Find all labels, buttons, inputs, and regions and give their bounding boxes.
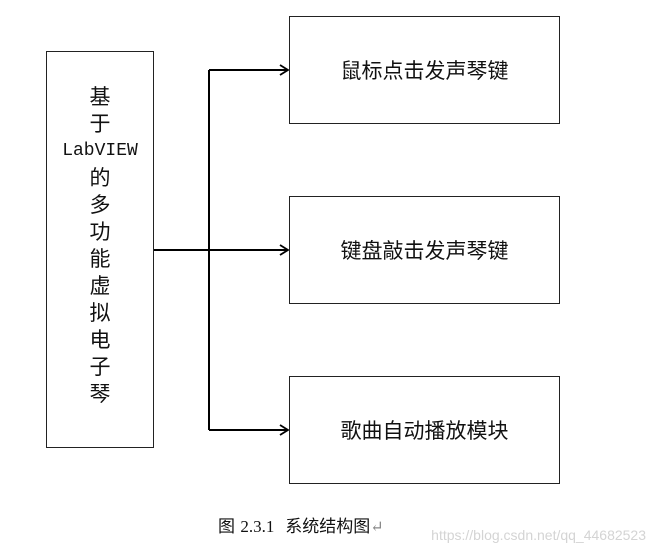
root-node-label: 基 于 LabVIEW 的 多 功 能 虚 拟 电 子 琴	[47, 84, 153, 408]
figure-caption: 图 2.3.1 系统结构图↵	[218, 512, 384, 537]
child-node-keyboard-keys: 键盘敲击发声琴键	[289, 196, 560, 304]
root-label-line: 于	[89, 112, 111, 136]
root-label-line: 琴	[89, 382, 111, 406]
root-label-line: 功	[89, 220, 111, 244]
root-label-line: 多	[89, 193, 111, 217]
root-label-line: 的	[89, 166, 111, 190]
root-label-line: 电	[89, 328, 111, 352]
watermark-text: https://blog.csdn.net/qq_44682523	[431, 527, 646, 543]
root-node: 基 于 LabVIEW 的 多 功 能 虚 拟 电 子 琴	[46, 51, 154, 448]
root-label-line: LabVIEW	[62, 141, 138, 161]
root-label-line: 基	[89, 85, 111, 109]
child-node-auto-play-module: 歌曲自动播放模块	[289, 376, 560, 484]
child-node-mouse-click-keys: 鼠标点击发声琴键	[289, 16, 560, 124]
root-label-line: 能	[89, 247, 111, 271]
root-label-line: 子	[89, 355, 111, 379]
caption-prefix: 图	[218, 517, 235, 537]
caption-title: 系统结构图	[285, 517, 371, 537]
child-node-label: 键盘敲击发声琴键	[340, 239, 509, 263]
child-node-label: 歌曲自动播放模块	[340, 419, 509, 443]
root-label-line: 虚	[89, 274, 111, 298]
caption-number: 2.3.1	[240, 517, 275, 536]
child-node-label: 鼠标点击发声琴键	[340, 59, 509, 83]
root-label-line: 拟	[89, 301, 111, 325]
return-mark-icon: ↵	[370, 517, 384, 536]
